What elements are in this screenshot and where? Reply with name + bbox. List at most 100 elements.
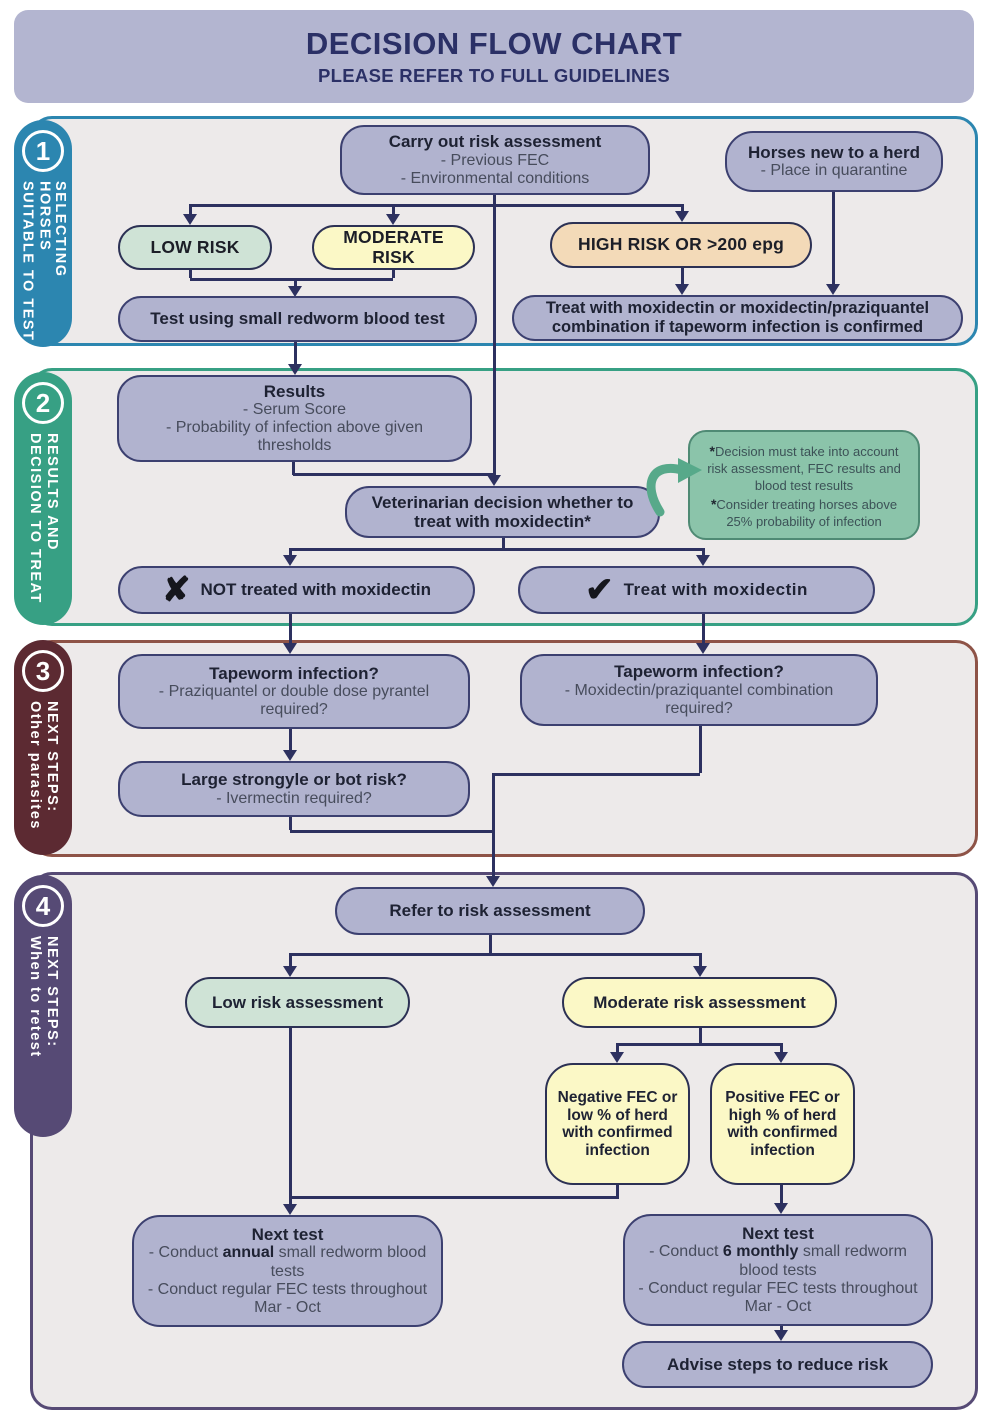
- box-label: Low risk assessment: [211, 992, 384, 1012]
- section-3-number-badge: 3: [22, 650, 64, 692]
- arrow-head-icon: [693, 966, 707, 977]
- connector-line: [616, 1185, 619, 1199]
- section-4-tab: 4 NEXT STEPS: When to retest: [14, 875, 72, 1137]
- box-refer-risk-assessment: Refer to risk assessment: [335, 887, 645, 935]
- connector-line: [832, 192, 835, 284]
- box-label: Treat with moxidectin or moxidectin/praz…: [545, 299, 930, 336]
- box-next-test-6-monthly: Next test - Conduct 6 monthly small redw…: [623, 1214, 933, 1326]
- connector-line: [702, 614, 705, 645]
- box-advise-reduce-risk: Advise steps to reduce risk: [622, 1341, 933, 1388]
- box-line: - Ivermectin required?: [216, 789, 372, 807]
- box-label: Test using small redworm blood test: [150, 309, 445, 329]
- box-tapeworm-left: Tapeworm infection? - Praziquantel or do…: [118, 654, 470, 729]
- arrow-head-icon: [283, 750, 297, 761]
- arrow-head-icon: [696, 643, 710, 654]
- connector-line: [289, 817, 292, 830]
- box-line: - Serum Score: [242, 400, 347, 418]
- arrow-head-icon: [774, 1203, 788, 1214]
- box-low-risk: LOW RISK: [118, 225, 272, 270]
- section-2-label: RESULTS AND DECISION TO TREAT: [27, 433, 61, 604]
- arrow-head-icon: [283, 555, 297, 566]
- box-line: - Conduct 6 monthly small redworm blood …: [649, 1243, 907, 1279]
- note-item: *Decision must take into account risk as…: [707, 443, 901, 493]
- box-title: Tapeworm infection?: [614, 662, 784, 682]
- box-label: HIGH RISK OR >200 epg: [578, 234, 784, 255]
- connector-line: [702, 548, 705, 555]
- box-line: - Moxidectin/praziquantel combination re…: [564, 681, 834, 717]
- box-title: Horses new to a herd: [748, 142, 920, 162]
- connector-line: [780, 1043, 783, 1052]
- connector-line: [493, 195, 496, 475]
- box-label: Refer to risk assessment: [389, 901, 591, 921]
- section-4-number-badge: 4: [22, 885, 64, 927]
- box-treat-combination: Treat with moxidectin or moxidectin/praz…: [512, 295, 963, 341]
- section-1-number-badge: 1: [22, 130, 64, 172]
- section-1-tab: 1 SELECTING HORSES SUITABLE TO TEST: [14, 120, 72, 347]
- connector-line: [392, 268, 395, 278]
- connector-line: [290, 830, 493, 833]
- box-horses-new-to-herd: Horses new to a herd - Place in quaranti…: [725, 131, 943, 192]
- box-treat-with-moxidectin: ✔ Treat with moxidectin: [518, 566, 875, 614]
- section-4-label: NEXT STEPS: When to retest: [27, 936, 61, 1058]
- connector-line: [292, 462, 295, 475]
- connector-line: [392, 204, 395, 215]
- box-line: - Place in quarantine: [760, 162, 908, 180]
- box-moderate-risk: MODERATE RISK: [312, 225, 475, 270]
- box-title: Tapeworm infection?: [209, 663, 379, 683]
- arrow-head-icon: [774, 1052, 788, 1063]
- connector-line: [290, 548, 703, 551]
- note-item: *Consider treating horses above 25% prob…: [710, 495, 898, 529]
- section-2-tab: 2 RESULTS AND DECISION TO TREAT: [14, 372, 72, 625]
- arrow-head-icon: [283, 643, 297, 654]
- box-line: - Environmental conditions: [400, 169, 590, 187]
- box-vet-decision: Veterinarian decision whether to treat w…: [345, 486, 660, 538]
- connector-line: [502, 538, 505, 548]
- arrow-head-icon: [696, 555, 710, 566]
- connector-line: [289, 548, 292, 555]
- box-high-risk: HIGH RISK OR >200 epg: [550, 222, 812, 268]
- arrow-head-icon: [386, 214, 400, 225]
- connector-line: [294, 278, 297, 287]
- box-large-strongyle: Large strongyle or bot risk? - Ivermecti…: [118, 761, 470, 817]
- box-label: MODERATE RISK: [343, 226, 444, 267]
- arrow-head-icon: [675, 284, 689, 295]
- asterisk: *: [710, 495, 717, 512]
- section-1-label: SELECTING HORSES SUITABLE TO TEST: [19, 181, 68, 342]
- box-positive-fec: Positive FEC or high % of herd with conf…: [710, 1063, 855, 1185]
- connector-line: [289, 1028, 292, 1196]
- box-label: Veterinarian decision whether to treat w…: [371, 492, 634, 531]
- curved-arrow-icon: [646, 458, 702, 517]
- box-title: Next test: [742, 1224, 814, 1244]
- connector-line: [289, 1196, 292, 1204]
- section-3-tab: 3 NEXT STEPS: Other parasites: [14, 640, 72, 855]
- box-moderate-risk-assessment: Moderate risk assessment: [562, 977, 837, 1028]
- connector-line: [289, 614, 292, 645]
- box-not-treated: ✘ NOT treated with moxidectin: [118, 566, 475, 614]
- box-blood-test: Test using small redworm blood test: [118, 296, 477, 342]
- connector-line: [489, 935, 492, 953]
- box-results: Results - Serum Score - Probability of i…: [117, 375, 472, 462]
- box-title: Results: [263, 381, 326, 401]
- connector-line: [780, 1185, 783, 1203]
- connector-line: [681, 267, 684, 284]
- connector-line: [699, 726, 702, 773]
- connector-line: [294, 342, 297, 364]
- box-line: - Conduct regular FEC tests throughout M…: [638, 1279, 918, 1315]
- box-label: NOT treated with moxidectin: [200, 580, 431, 600]
- box-tapeworm-right: Tapeworm infection? - Moxidectin/praziqu…: [520, 654, 878, 726]
- connector-line: [290, 953, 700, 956]
- page-title: DECISION FLOW CHART: [305, 26, 683, 61]
- arrow-head-icon: [675, 211, 689, 222]
- connector-line: [289, 729, 292, 750]
- connector-line: [190, 204, 682, 207]
- connector-line: [190, 278, 393, 281]
- box-carry-out-risk-assessment: Carry out risk assessment - Previous FEC…: [340, 125, 650, 195]
- box-label: Treat with moxidectin: [623, 580, 808, 600]
- connector-line: [616, 1043, 619, 1052]
- note-decision-footnote: *Decision must take into account risk as…: [688, 430, 920, 540]
- x-mark-icon: ✘: [162, 571, 191, 609]
- arrow-head-icon: [610, 1052, 624, 1063]
- connector-line: [617, 1043, 781, 1046]
- box-next-test-annual: Next test - Conduct annual small redworm…: [132, 1215, 443, 1327]
- connector-line: [189, 268, 192, 278]
